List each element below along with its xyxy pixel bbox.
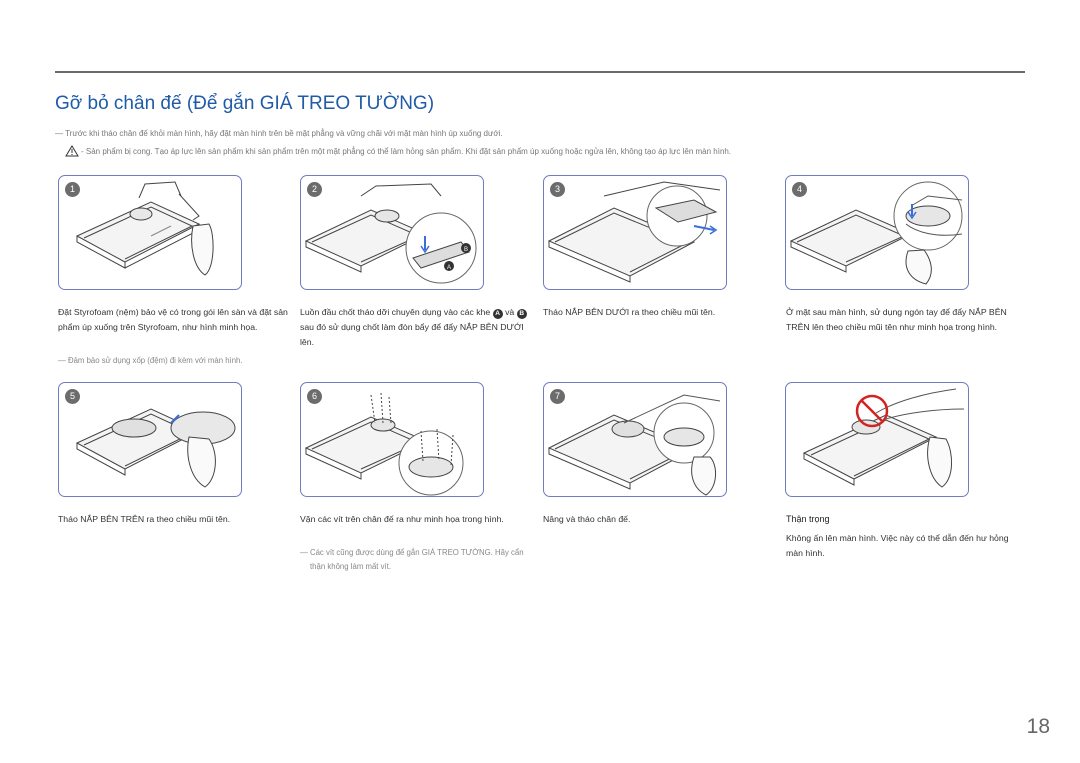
step-2-illustration: 2 B A <box>300 175 484 290</box>
step-number: 5 <box>65 389 80 404</box>
warning-note: - Sản phẩm bị cong. Tạo áp lực lên sản p… <box>65 145 731 157</box>
step-1-illustration: 1 <box>58 175 242 290</box>
step-6-note: ― Các vít cũng được dùng để gắn GIÁ TREO… <box>300 548 524 571</box>
step-number: 2 <box>307 182 322 197</box>
caution-text: Không ấn lên màn hình. Việc này có thể d… <box>786 533 1009 558</box>
svg-text:A: A <box>447 265 451 271</box>
step-4-caption: Ở mặt sau màn hình, sử dụng ngón tay để … <box>786 307 1007 332</box>
step-6-caption: Vặn các vít trên chân đế ra như minh họa… <box>300 514 504 524</box>
step-1-caption: Đặt Styrofoam (nệm) bảo vệ có trong gói … <box>58 307 288 332</box>
step-5-caption: Tháo NẮP BÊN TRÊN ra theo chiều mũi tên. <box>58 514 231 524</box>
step-2-caption-part1: Luồn đầu chốt tháo dỡi chuyên dụng vào c… <box>300 307 491 317</box>
slot-b-badge: B <box>516 309 527 319</box>
step-number: 3 <box>550 182 565 197</box>
page-title: Gỡ bỏ chân đế (Để gắn GIÁ TREO TƯỜNG) <box>55 93 435 114</box>
step-7-caption: Nâng và tháo chân đế. <box>543 514 631 524</box>
step-number: 4 <box>792 182 807 197</box>
step-number: 6 <box>307 389 322 404</box>
step-1-note: ― Đảm bảo sử dụng xốp (đệm) đi kèm với m… <box>58 356 243 365</box>
slot-a-badge: A <box>492 309 503 319</box>
step-2-caption: Luồn đầu chốt tháo dỡi chuyên dụng vào c… <box>300 305 536 350</box>
warning-triangle-icon <box>65 145 79 157</box>
step-2-caption-part2: và <box>505 307 515 317</box>
step-number: 1 <box>65 182 80 197</box>
step-number: 7 <box>550 389 565 404</box>
step-6-illustration: 6 <box>300 382 484 497</box>
step-5-illustration: 5 <box>58 382 242 497</box>
step-7-illustration: 7 <box>543 382 727 497</box>
intro-note: ― Trước khi tháo chân đế khỏi màn hình, … <box>55 129 503 138</box>
step-2-caption-part3: sau đó sử dụng chốt làm đòn bẩy để đẩy N… <box>300 322 524 347</box>
page-number: 18 <box>1026 715 1050 738</box>
svg-text:B: B <box>464 247 468 253</box>
warning-text: - Sản phẩm bị cong. Tạo áp lực lên sản p… <box>81 146 732 156</box>
step-4-illustration: 4 <box>785 175 969 290</box>
step-3-caption: Tháo NẮP BÊN DƯỚI ra theo chiều mũi tên. <box>543 307 716 317</box>
header-rule <box>55 71 1025 73</box>
step-3-illustration: 3 <box>543 175 727 290</box>
caution-title: Thận trọng <box>786 514 830 524</box>
caution-illustration <box>785 382 969 497</box>
